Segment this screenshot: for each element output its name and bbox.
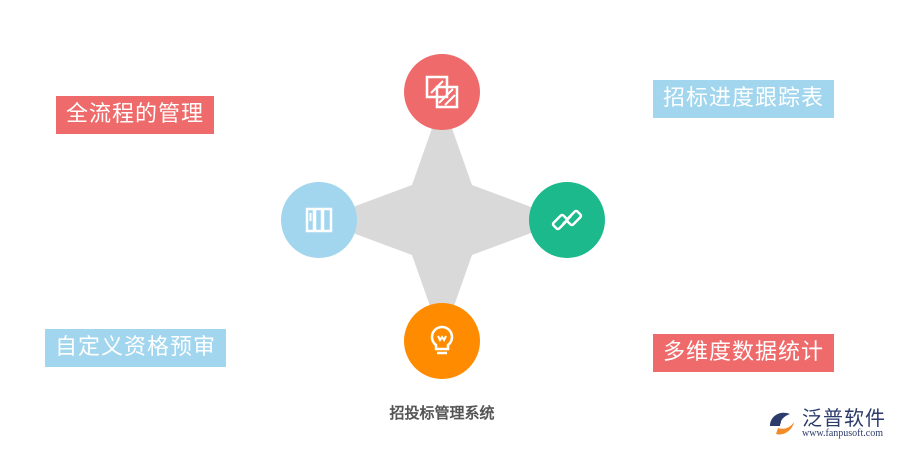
logo-icon (770, 412, 794, 435)
link-icon (551, 209, 583, 231)
diagram-caption: 招投标管理系统 (389, 404, 495, 422)
label-custom-prequalification: 自定义资格预审 (45, 329, 227, 367)
logo-url: www.fanpusoft.com (802, 428, 884, 439)
book-icon (305, 207, 333, 233)
label-multi-dimension-statistics: 多维度数据统计 (653, 334, 835, 372)
node-right (529, 182, 605, 258)
label-full-process-management: 全流程的管理 (56, 96, 215, 134)
node-top (404, 54, 480, 130)
lightbulb-icon (430, 325, 454, 355)
node-bottom (404, 303, 480, 379)
label-bid-progress-tracking: 招标进度跟踪表 (653, 80, 835, 118)
node-left (281, 182, 357, 258)
layers-icon (425, 75, 459, 109)
logo-name: 泛普软件 (802, 406, 886, 430)
company-logo: 泛普软件 www.fanpusoft.com (766, 402, 896, 444)
